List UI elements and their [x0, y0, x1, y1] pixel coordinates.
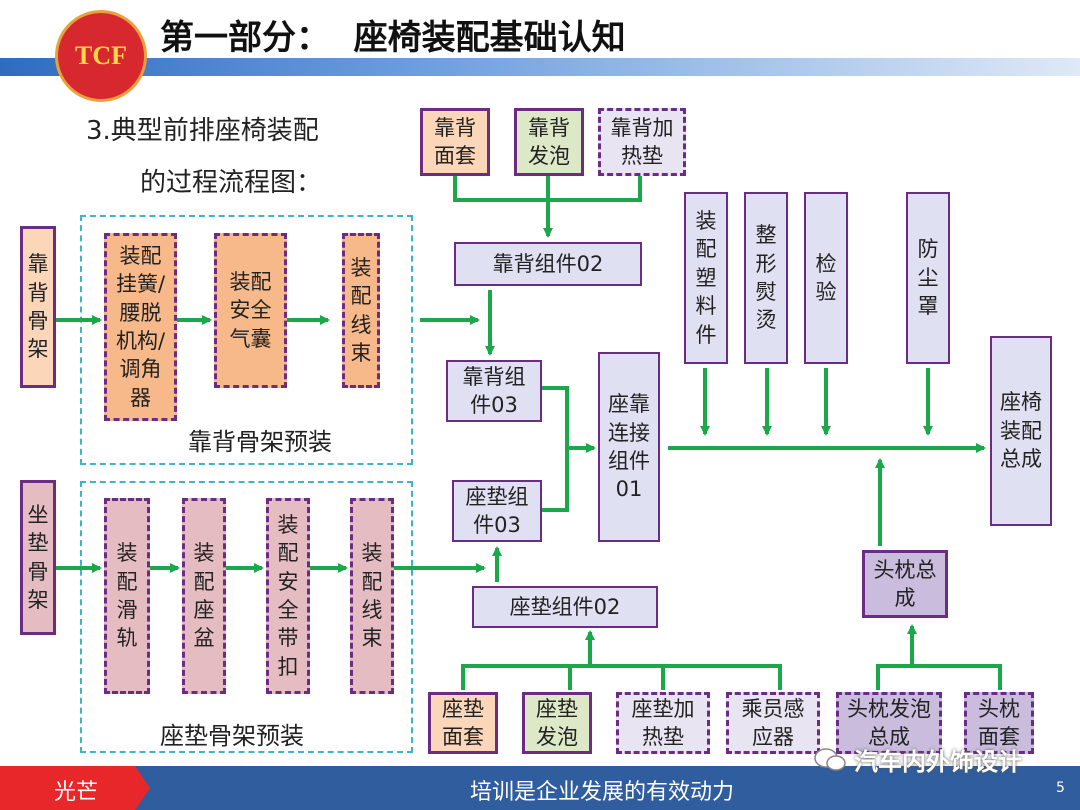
node-headrest-cover: 头枕 面套: [964, 692, 1034, 754]
header-bar: [0, 58, 1080, 76]
node-inspection: 检 验: [804, 192, 848, 364]
node-spring-lumbar: 装配 挂簧/ 腰脱 机构/ 调角 器: [104, 233, 177, 421]
node-slide-rail: 装 配 滑 轨: [104, 498, 150, 694]
node-cushion-cover: 座垫 面套: [428, 692, 498, 754]
node-back-assy03: 靠背组 件03: [446, 360, 542, 422]
node-plastic-parts: 装 配 塑 料 件: [684, 192, 728, 364]
wechat-icon: [814, 747, 846, 772]
footer-left-tab: [0, 766, 150, 810]
node-back-cover: 靠背 面套: [420, 108, 490, 176]
node-cushion-foam: 座垫 发泡: [522, 692, 592, 754]
logo: TCF: [55, 10, 147, 102]
node-headrest-foam: 头枕发泡 总成: [836, 692, 942, 754]
node-cushion-assy03: 座垫组 件03: [452, 480, 542, 542]
node-headrest-assy: 头枕总 成: [862, 550, 948, 618]
node-seat-back-link: 座靠 连接 组件 01: [598, 352, 660, 542]
group-label-cushion: 座垫骨架预装: [160, 722, 304, 750]
subtitle-line1: 3.典型前排座椅装配: [86, 116, 319, 146]
node-buckle: 装 配 安 全 带 扣: [266, 498, 310, 694]
watermark-text: 汽车内外饰设计: [854, 748, 1022, 776]
group-label-backrest: 靠背骨架预装: [188, 428, 332, 456]
node-back-heater: 靠背加 热垫: [598, 108, 686, 176]
page-title: 第一部分： 座椅装配基础认知: [160, 18, 626, 58]
footer-bar: [0, 766, 1080, 810]
node-harness-back: 装 配 线 束: [342, 233, 380, 388]
node-harness-cushion: 装 配 线 束: [350, 498, 394, 694]
node-back-foam: 靠背 发泡: [514, 108, 584, 176]
node-airbag: 装配 安全 气囊: [214, 233, 287, 388]
watermark: 汽车内外饰设计: [814, 742, 1022, 777]
footer-left-label: 光芒: [54, 780, 99, 805]
node-backrest-frame: 靠 背 骨 架: [20, 226, 56, 388]
node-cushion-heater: 座垫加 热垫: [616, 692, 710, 754]
node-dust-cover: 防 尘 罩: [906, 192, 950, 364]
node-seat-assembly: 座椅 装配 总成: [990, 336, 1052, 526]
group-backrest-preassembly: [80, 215, 413, 465]
footer-slogan: 培训是企业发展的有效动力: [470, 780, 735, 805]
node-ironing: 整 形 熨 烫: [744, 192, 788, 364]
node-back-assy02: 靠背组件02: [454, 242, 642, 286]
logo-text: TCF: [75, 41, 127, 70]
node-cushion-frame: 坐 垫 骨 架: [20, 480, 56, 635]
group-cushion-preassembly: [80, 481, 413, 753]
node-occupant-sensor: 乘员感 应器: [726, 692, 820, 754]
node-seat-pan: 装 配 座 盆: [182, 498, 226, 694]
subtitle-line2: 的过程流程图：: [140, 168, 323, 198]
page-number: 5: [1056, 780, 1065, 796]
node-cushion-assy02: 座垫组件02: [472, 586, 658, 628]
